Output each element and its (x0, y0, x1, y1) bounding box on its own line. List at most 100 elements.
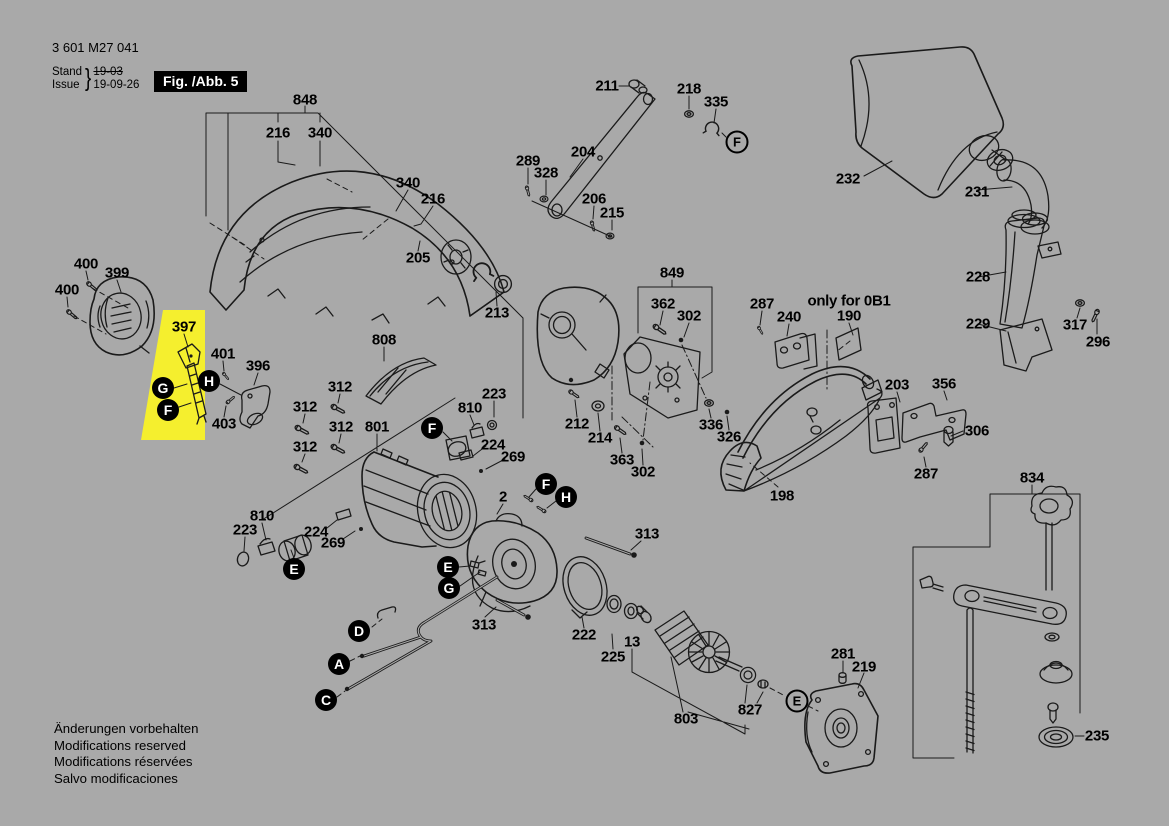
part-label: 289 (515, 152, 541, 170)
part-label: 296 (1085, 333, 1111, 351)
reference-callout-f: F (535, 473, 557, 495)
part-label: 269 (320, 534, 346, 552)
leader-lines (66, 85, 1098, 759)
part-label: 849 (659, 264, 685, 282)
part-label: 326 (716, 428, 742, 446)
part-label: 223 (232, 521, 258, 539)
part-label: 211 (595, 77, 619, 95)
lower-guard-198 (720, 365, 883, 492)
part-label: 827 (737, 701, 763, 719)
dust-bag (850, 46, 1014, 199)
part-label: 317 (1062, 316, 1088, 334)
part-label: 212 (564, 415, 590, 433)
spindle-lock-key-397 (177, 343, 207, 425)
stand-label: Stand (52, 65, 83, 78)
part-label: 336 (698, 416, 724, 434)
part-label: 216 (420, 190, 446, 208)
part-label: 340 (395, 174, 421, 192)
brush-cover-808 (365, 357, 437, 405)
upper-blade-guard (209, 170, 505, 324)
reference-callout-e: E (437, 556, 459, 578)
part-label: 215 (599, 204, 625, 222)
part-label: 205 (405, 249, 431, 267)
part-label: 206 (581, 190, 607, 208)
part-label: 808 (371, 331, 397, 349)
part-label: 401 (210, 345, 236, 363)
part-label: only for 0B1 (807, 292, 891, 310)
part-label: 2 (498, 488, 508, 506)
vent-shell-399 (65, 276, 155, 356)
reference-callout-f: F (157, 399, 179, 421)
reference-callout-g: G (438, 577, 460, 599)
part-label: 222 (571, 626, 597, 644)
issue-label: Issue (52, 78, 80, 91)
latch-396 (221, 371, 271, 429)
part-label: 232 (835, 170, 861, 188)
centerlines (611, 329, 828, 448)
part-label: 219 (851, 658, 877, 676)
reference-callout-h: H (198, 370, 220, 392)
armature-803 (635, 605, 769, 689)
part-label: 306 (964, 422, 990, 440)
clamp-assembly-834 (919, 485, 1074, 754)
part-label: 328 (533, 164, 559, 182)
blade-flange-set (440, 239, 513, 294)
part-label: 231 (964, 183, 990, 201)
cable-set (344, 536, 637, 692)
part-label: 848 (292, 91, 318, 109)
part-label: 313 (471, 616, 497, 634)
end-shield-219 (804, 672, 879, 774)
bracket-356 (901, 402, 967, 454)
part-label: 810 (249, 507, 275, 525)
part-label: 198 (769, 487, 795, 505)
part-label: 302 (630, 463, 656, 481)
part-label: 834 (1019, 469, 1045, 487)
part-label: 225 (600, 648, 626, 666)
part-label: 13 (623, 633, 641, 651)
part-label: 335 (703, 93, 729, 111)
part-label: 281 (830, 645, 856, 663)
part-label: 312 (327, 378, 353, 396)
brush-set-upper (445, 419, 498, 473)
part-label: 224 (303, 523, 329, 541)
part-label: 810 (457, 399, 483, 417)
part-label: 302 (676, 307, 702, 325)
gear-housing-2 (466, 493, 558, 613)
part-label: 235 (1084, 727, 1110, 745)
part-label: 400 (54, 281, 80, 299)
mounting-plate-849 (567, 322, 730, 446)
part-label: 216 (265, 124, 291, 142)
part-label: 224 (480, 436, 506, 454)
part-label: 803 (673, 710, 699, 728)
bracket-240 (756, 325, 862, 370)
part-label: 287 (913, 465, 939, 483)
bracket-203 (866, 397, 901, 454)
part-label: 190 (836, 307, 862, 325)
part-label: 363 (609, 451, 635, 469)
part-label: 801 (364, 418, 390, 436)
reference-callout-f: F (421, 417, 443, 439)
clamp-ring-222 (562, 556, 639, 620)
part-label: 396 (245, 357, 271, 375)
motor-housing-801 (361, 448, 478, 549)
part-label: 312 (328, 418, 354, 436)
part-label: 287 (749, 295, 775, 313)
part-label: 340 (307, 124, 333, 142)
part-label: 223 (481, 385, 507, 403)
reference-callout-f: F (725, 130, 749, 154)
reference-callout-e: E (283, 558, 305, 580)
part-label: 213 (484, 304, 510, 322)
part-label: 356 (931, 375, 957, 393)
document-number: 3 601 M27 041 (52, 40, 139, 55)
brush-set-lower (236, 508, 363, 567)
part-label: 312 (292, 398, 318, 416)
reference-callout-d: D (348, 620, 370, 642)
part-label: 203 (884, 376, 910, 394)
part-label: 240 (776, 308, 802, 326)
part-label: 214 (587, 429, 613, 447)
part-label: 228 (965, 268, 991, 286)
part-label: 399 (104, 264, 130, 282)
reference-callout-c: C (315, 689, 337, 711)
